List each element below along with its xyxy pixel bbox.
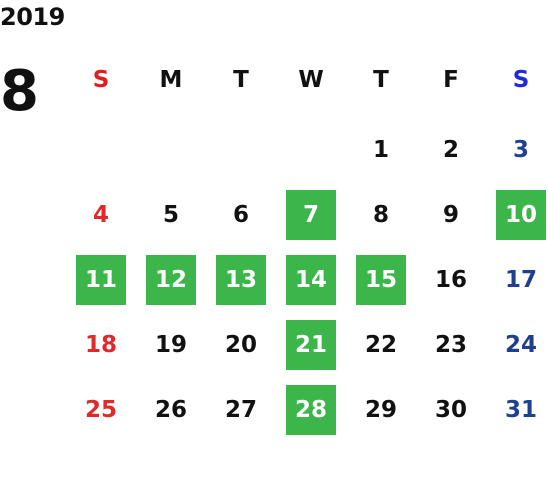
date-cell-28[interactable]: 28: [286, 385, 336, 435]
date-cell-22[interactable]: 22: [364, 332, 397, 358]
calendar-year: 2019: [0, 3, 65, 31]
date-cell-31[interactable]: 31: [504, 397, 537, 423]
weekday-header-mon: M: [159, 67, 183, 93]
date-cell-3[interactable]: 3: [512, 137, 529, 163]
date-cell-11[interactable]: 11: [76, 255, 126, 305]
date-cell-6[interactable]: 6: [232, 202, 249, 228]
date-cell-27[interactable]: 27: [224, 397, 257, 423]
date-cell-9[interactable]: 9: [442, 202, 459, 228]
date-cell-16[interactable]: 16: [434, 267, 467, 293]
weekday-header-sun: S: [92, 67, 110, 93]
weekday-header-wed: W: [298, 67, 324, 93]
date-cell-8[interactable]: 8: [372, 202, 389, 228]
date-cell-1[interactable]: 1: [372, 137, 389, 163]
date-cell-12[interactable]: 12: [146, 255, 196, 305]
weekday-header-fri: F: [443, 67, 459, 93]
date-cell-7[interactable]: 7: [286, 190, 336, 240]
date-cell-4[interactable]: 4: [92, 202, 109, 228]
date-cell-10[interactable]: 10: [496, 190, 546, 240]
date-cell-30[interactable]: 30: [434, 397, 467, 423]
date-cell-26[interactable]: 26: [154, 397, 187, 423]
date-cell-17[interactable]: 17: [504, 267, 537, 293]
weekday-header-tue: T: [233, 67, 249, 93]
calendar-month: 8: [0, 59, 39, 124]
date-cell-29[interactable]: 29: [364, 397, 397, 423]
date-cell-23[interactable]: 23: [434, 332, 467, 358]
date-cell-14[interactable]: 14: [286, 255, 336, 305]
date-cell-24[interactable]: 24: [504, 332, 537, 358]
date-cell-20[interactable]: 20: [224, 332, 257, 358]
date-cell-15[interactable]: 15: [356, 255, 406, 305]
date-cell-21[interactable]: 21: [286, 320, 336, 370]
weekday-header-thu: T: [373, 67, 389, 93]
date-cell-18[interactable]: 18: [84, 332, 117, 358]
date-cell-13[interactable]: 13: [216, 255, 266, 305]
weekday-header-sat: S: [512, 67, 530, 93]
date-cell-25[interactable]: 25: [84, 397, 117, 423]
date-cell-19[interactable]: 19: [154, 332, 187, 358]
date-cell-5[interactable]: 5: [162, 202, 179, 228]
date-cell-2[interactable]: 2: [442, 137, 459, 163]
